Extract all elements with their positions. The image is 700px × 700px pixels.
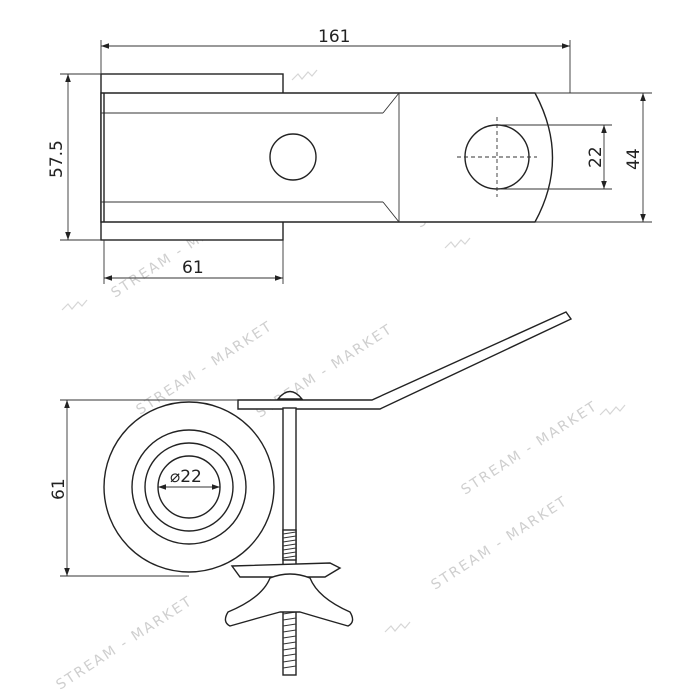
watermark-logo <box>384 621 411 633</box>
dim-label-57-5: 57.5 <box>47 140 67 178</box>
dimension-bracket-width: 44 <box>535 92 652 223</box>
mount-hole <box>269 133 317 181</box>
watermark-logo <box>291 69 318 81</box>
dim-label-dia-22: ⌀22 <box>170 467 202 487</box>
dimension-height: 57.5 <box>47 73 101 241</box>
dimension-hole-diameter: 22 <box>497 124 612 190</box>
watermark-logo <box>599 404 626 416</box>
dim-label-22: 22 <box>586 146 606 168</box>
dim-label-44: 44 <box>624 148 644 170</box>
dimension-wheel-height: 61 <box>49 399 238 577</box>
watermark-text: STREAM - MARKET <box>458 398 601 498</box>
top-nut <box>276 390 304 400</box>
lower-thread <box>282 609 297 676</box>
wheel-rim <box>131 429 247 545</box>
dim-label-61-side: 61 <box>49 478 69 500</box>
angled-arm <box>237 311 573 410</box>
bend-line <box>382 92 400 114</box>
dimension-inner-diameter: ⌀22 <box>158 467 220 490</box>
dimension-base-length: 61 <box>103 240 284 284</box>
dim-label-61-top: 61 <box>182 258 204 278</box>
watermark-text: STREAM - MARKET <box>53 593 196 693</box>
bend-line <box>382 201 400 223</box>
watermark-logo <box>444 237 471 249</box>
watermark-text: STREAM - MARKET <box>428 493 571 593</box>
top-view <box>100 73 554 241</box>
wing-knob <box>224 573 354 627</box>
bottom-clamp-plate <box>230 562 342 578</box>
watermark-logo <box>61 299 88 311</box>
wheel-hub-outer <box>144 442 234 532</box>
bolt-thread <box>282 529 297 561</box>
dim-label-161: 161 <box>318 27 350 47</box>
dimension-overall-length: 161 <box>100 27 571 93</box>
